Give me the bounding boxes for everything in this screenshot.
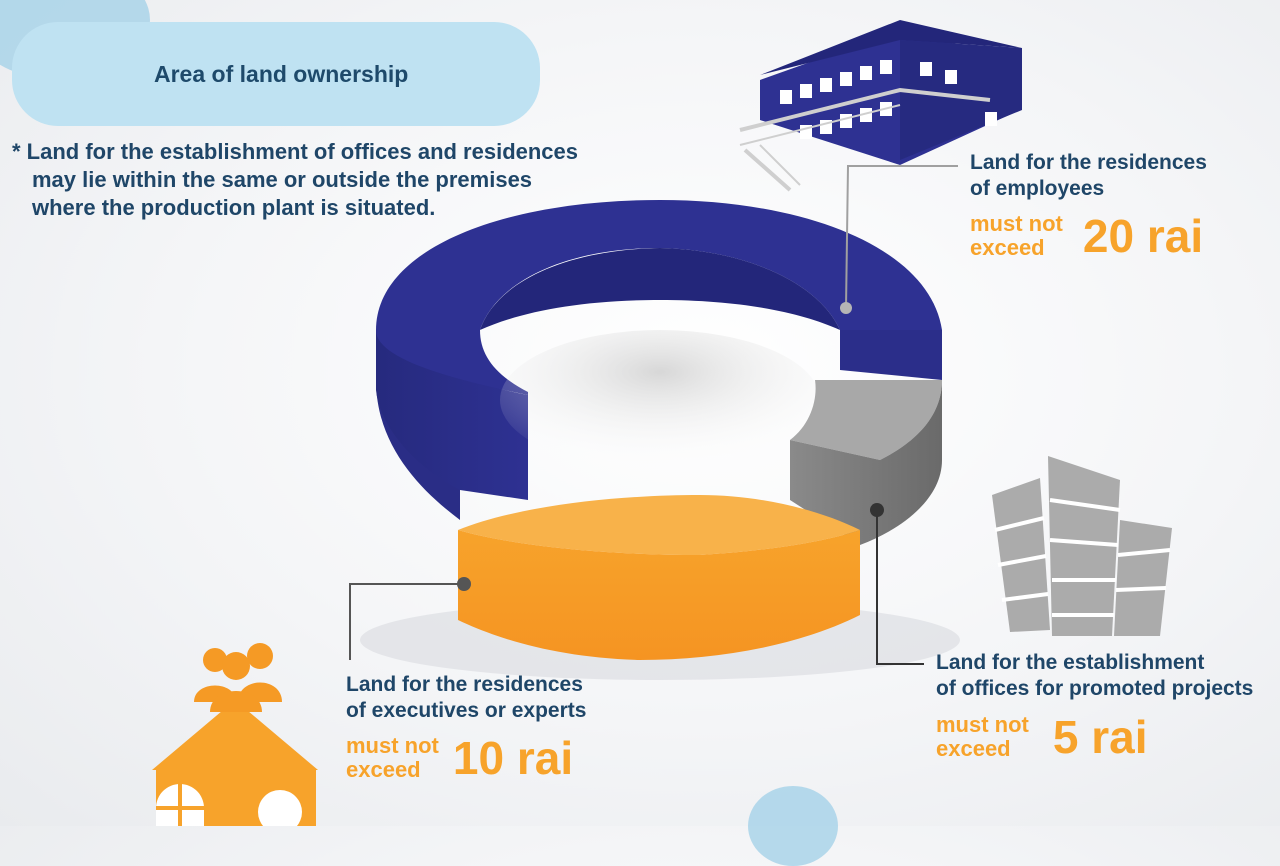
limit-executives-must-not: must not xyxy=(346,733,439,758)
segment-offices-top xyxy=(790,380,942,460)
footnote-line-3: where the production plant is situated. xyxy=(32,195,436,220)
label-offices: Land for the establishment of offices fo… xyxy=(936,650,1276,702)
segment-employees-top xyxy=(376,200,942,395)
label-executives: Land for the residences of executives or… xyxy=(346,672,666,724)
callout-line-executives xyxy=(349,583,464,660)
callout-dot-executives xyxy=(457,577,471,591)
label-offices-line-2: of offices for promoted projects xyxy=(936,677,1254,700)
ring-diagram xyxy=(152,20,1172,826)
callout-line-offices xyxy=(876,510,924,665)
callout-dot-offices xyxy=(870,503,884,517)
page-title: Area of land ownership xyxy=(154,60,409,87)
house-with-people-icon xyxy=(152,643,318,826)
segment-executives-top xyxy=(458,495,860,555)
amount-executives: 10 rai xyxy=(452,732,574,784)
callout-dot-employees xyxy=(840,302,852,314)
limit-employees: must not exceed 20 rai xyxy=(970,210,1204,262)
label-employees-line-2: of employees xyxy=(970,177,1105,200)
label-executives-line-2: of executives or experts xyxy=(346,699,587,722)
footnote-line-1: * Land for the establishment of offices … xyxy=(12,139,579,164)
limit-executives: must not exceed 10 rai xyxy=(346,732,574,784)
label-offices-line-1: Land for the establishment xyxy=(936,651,1205,674)
segment-employees-front xyxy=(376,330,528,500)
dormitory-building-icon xyxy=(739,20,1022,192)
limit-offices-must-not: must not xyxy=(936,712,1029,737)
footnote-line-2: may lie within the same or outside the p… xyxy=(32,167,533,192)
amount-employees: 20 rai xyxy=(1082,210,1204,262)
limit-offices-exceed: exceed xyxy=(936,736,1011,761)
limit-employees-exceed: exceed xyxy=(970,235,1045,260)
segment-executives-side xyxy=(458,530,860,660)
limit-employees-must-not: must not xyxy=(970,211,1063,236)
office-towers-icon xyxy=(992,456,1172,636)
limit-executives-exceed: exceed xyxy=(346,757,421,782)
label-employees: Land for the residences of employees xyxy=(970,150,1270,202)
label-employees-line-1: Land for the residences xyxy=(970,151,1207,174)
footnote: * Land for the establishment of offices … xyxy=(12,138,652,222)
callout-line-employees xyxy=(845,165,958,309)
label-executives-line-1: Land for the residences xyxy=(346,673,583,696)
limit-offices: must not exceed 5 rai xyxy=(936,711,1148,763)
segment-offices-side xyxy=(790,380,942,545)
amount-offices: 5 rai xyxy=(1052,711,1148,763)
title-banner: Area of land ownership xyxy=(12,22,540,126)
